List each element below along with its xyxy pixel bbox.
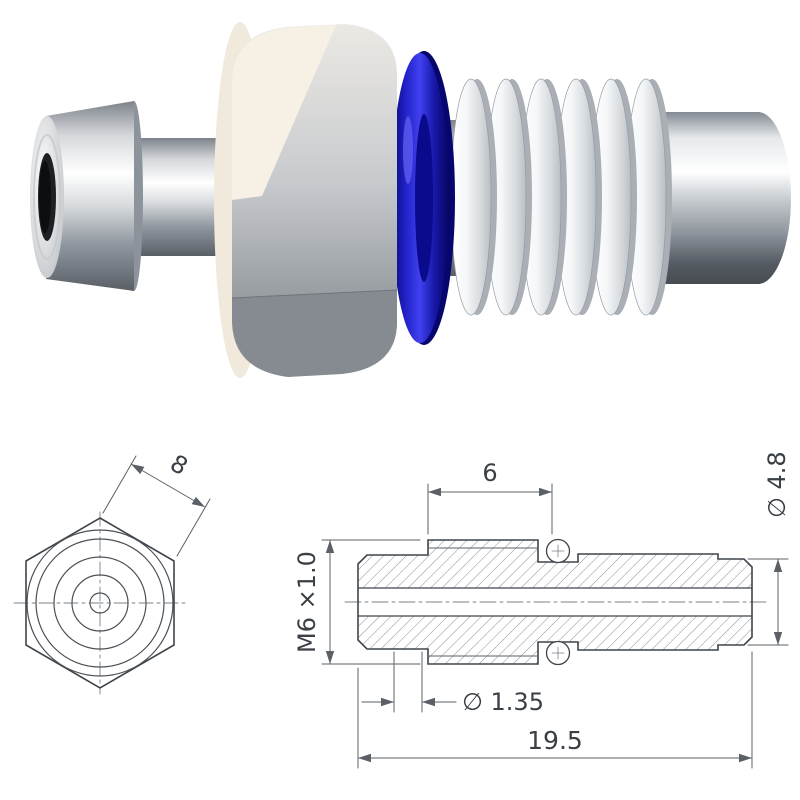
dim-overall-length-label: 19.5 (527, 726, 583, 755)
dim-across-flats: 8 (102, 449, 211, 557)
o-ring (391, 51, 455, 345)
dim-tip-diameter-label: ∅ 4.8 (763, 451, 791, 518)
section-outline (357, 539, 753, 665)
nut-lower-facet (232, 290, 397, 376)
nut-highlight-facet (232, 25, 336, 200)
hose-barb-cone (46, 101, 134, 291)
bore-hole-inner (39, 161, 51, 233)
dim-thread-length-label: 6 (482, 459, 497, 487)
oring-section-circles (545, 538, 571, 666)
dim-across-flats-label: 8 (165, 449, 192, 481)
render-view (30, 22, 791, 378)
hex-outline (25, 517, 175, 689)
hex-nut (214, 22, 398, 378)
dim-thread-length: 6 (427, 459, 553, 535)
dim-bore-diameter-label: ∅ 1.35 (462, 688, 544, 716)
section-hatch-top (358, 540, 752, 588)
dim-thread-spec-label: M6 ×1.0 (293, 551, 321, 653)
dim-overall-length: 19.5 (357, 651, 753, 769)
dim-thread-spec: M6 ×1.0 (293, 539, 421, 665)
dim-bore-diameter: ∅ 1.35 (361, 651, 544, 716)
section-hatch-bottom (358, 616, 752, 664)
end-view: 8 (13, 449, 211, 695)
dim-tip-diameter: ∅ 4.8 (747, 451, 791, 646)
barb-face-ring (33, 134, 61, 260)
tip-dome (725, 112, 791, 284)
section-view: 6 ∅ 4.8 M6 ×1.0 ∅ 1.35 (293, 451, 791, 769)
thread-discs (450, 78, 672, 316)
